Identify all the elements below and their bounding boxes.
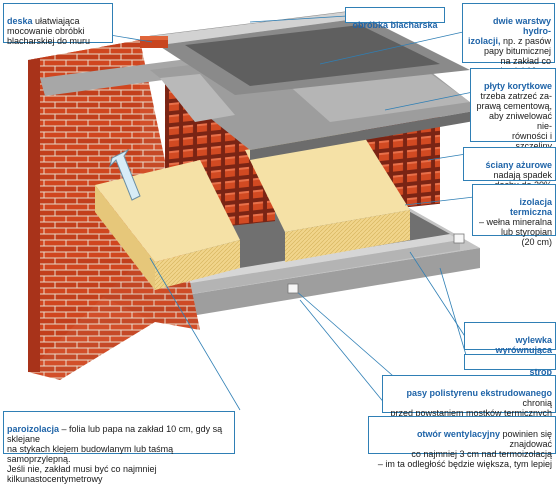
label-pasy: pasy polistyrenu ekstrudowanego chronią … [382,375,556,428]
label-izolacja-title: izolacja termiczna [509,197,552,217]
label-paroizolacja: paroizolacja – folia lub papa na zakład … [3,411,235,484]
label-izolacja: izolacja termiczna – wełna mineralna lub… [472,184,556,246]
label-obrobka: obróbka blacharska [345,7,445,30]
label-plyty: płyty korytkowe trzeba zatrzeć za- prawą… [470,68,556,160]
label-dwie-warstwy-title: dwie warstwy hydro- izolacji, [467,16,551,46]
label-plyty-title: płyty korytkowe [483,81,552,91]
thermal-insulation-right [245,130,410,262]
label-pasy-title: pasy polistyrenu ekstrudowanego [406,388,552,398]
label-deska-body: ułatwiająca mocowanie obróbki blacharski… [7,16,91,46]
label-deska-title: deska [7,16,33,26]
mounting-board [140,36,168,48]
label-izolacja-body: – wełna mineralna lub styropian (20 cm) [478,217,552,247]
roof-cross-section-diagram [28,9,480,411]
label-wylewka-title: wylewka wyrównująca [495,335,552,355]
label-paroizolacja-title: paroizolacja [7,424,60,434]
ventilation-arrow-icon [109,148,141,201]
leader-lines [61,15,475,411]
label-otwor: otwór wentylacyjny powinien się znajdowa… [368,416,556,469]
label-strop: strop [464,354,556,377]
vent-markers [287,233,465,294]
label-deska: deska ułatwiająca mocowanie obróbki blac… [3,3,113,46]
label-sciany: ściany ażurowe nadają spadek dachu do 20… [463,147,556,188]
label-sciany-title: ściany ażurowe [485,160,552,170]
label-obrobka-title: obróbka blacharska [352,20,438,30]
label-strop-title: strop [529,367,553,377]
label-dwie-warstwy: dwie warstwy hydro- izolacji, np. z pasó… [462,3,555,76]
label-otwor-title: otwór wentylacyjny [416,429,500,439]
label-wylewka: wylewka wyrównująca [464,322,556,355]
